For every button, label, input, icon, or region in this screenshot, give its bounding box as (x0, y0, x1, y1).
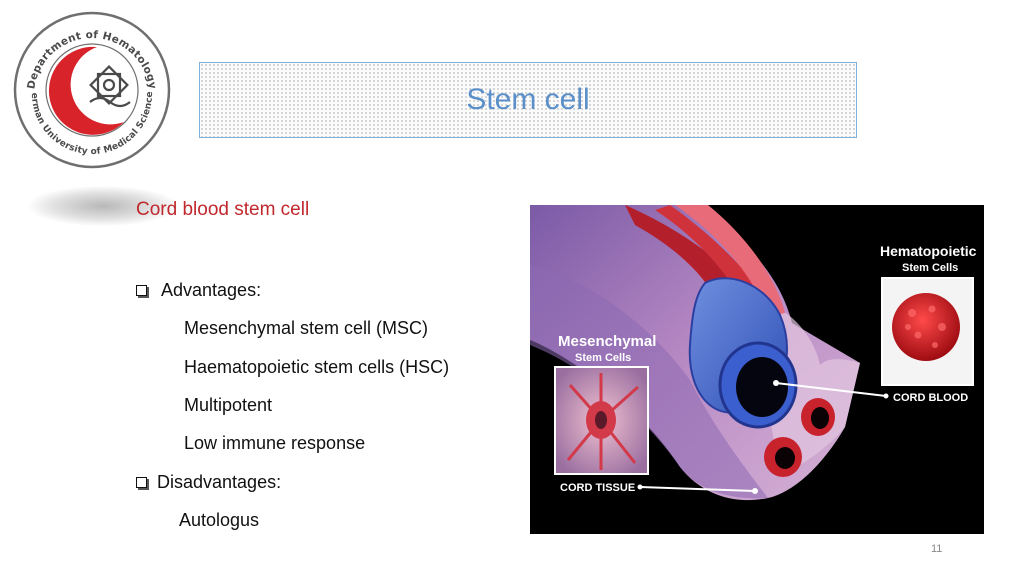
umbilical-cord-figure: Mesenchymal Stem Cells CORD TISSUE Hemat… (530, 205, 984, 534)
page-number: 11 (931, 543, 943, 555)
slide-subtitle: Cord blood stem cell (136, 199, 310, 220)
cord-tissue-label: CORD TISSUE (560, 482, 635, 494)
advantage-item: Haematopoietic stem cells (HSC) (184, 357, 450, 377)
advantage-item: Low immune response (184, 433, 366, 453)
advantages-label: Advantages: (161, 280, 262, 300)
slide-title: Stem cell (466, 83, 590, 116)
hematopoietic-subtitle: Stem Cells (902, 262, 958, 274)
mesenchymal-subtitle: Stem Cells (575, 352, 631, 364)
logo-shadow (28, 186, 178, 226)
mesenchymal-title: Mesenchymal (558, 333, 656, 350)
advantages-bullet: Advantages: (136, 280, 261, 301)
cord-blood-label: CORD BLOOD (893, 392, 968, 404)
title-box: Stem cell (199, 62, 857, 138)
hematopoietic-cell-icon (892, 293, 960, 361)
advantage-item: Multipotent (184, 395, 273, 415)
university-logo: Department of Hematology Kerman Universi… (8, 3, 172, 170)
hematopoietic-title: Hematopoietic (880, 243, 977, 259)
checkbox-bullet-icon (136, 285, 147, 296)
disadvantages-bullet: Disadvantages: (136, 472, 281, 493)
advantage-item: Mesenchymal stem cell (MSC) (184, 318, 429, 338)
disadvantage-item: Autologus (179, 510, 260, 530)
disadvantages-label: Disadvantages: (157, 472, 282, 492)
checkbox-bullet-icon (136, 477, 147, 488)
